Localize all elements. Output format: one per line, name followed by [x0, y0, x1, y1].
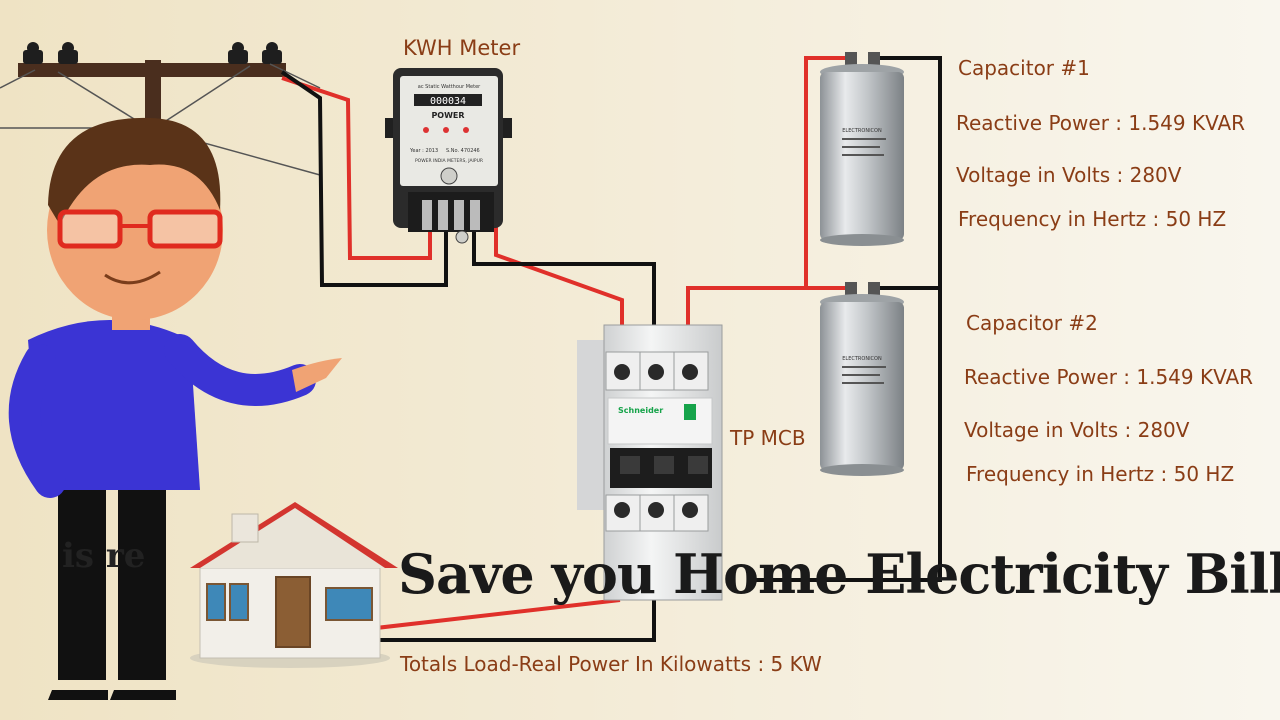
neutral-wires: [280, 56, 942, 642]
capacitor-2-brand: ELECTRONICON: [842, 356, 882, 362]
capacitor-1-voltage: Voltage in Volts : 280V: [956, 163, 1182, 187]
capacitor-2: ELECTRONICON: [820, 282, 904, 476]
meter-maker: POWER INDIA METERS, JAIPUR: [415, 158, 483, 164]
meter-serial: S.No. 470246: [446, 148, 480, 154]
house-illustration: [190, 502, 398, 668]
capacitor-1: ELECTRONICON: [820, 52, 904, 246]
capacitor-2-voltage: Voltage in Volts : 280V: [964, 418, 1190, 442]
meter-year: Year : 2013: [409, 148, 438, 154]
capacitor-2-frequency: Frequency in Hertz : 50 HZ: [966, 462, 1235, 486]
phase-wires: [281, 56, 848, 630]
kwh-meter-label: KWH Meter: [403, 36, 521, 60]
meter-reading: 000034: [430, 96, 466, 107]
headline: Save you Home Electricity Bill: [398, 542, 1280, 606]
capacitor-1-brand: ELECTRONICON: [842, 128, 882, 134]
capacitor-1-reactive-power: Reactive Power : 1.549 KVAR: [956, 111, 1246, 135]
mcb-brand-text: Schneider: [618, 406, 663, 415]
meter-brand: POWER: [431, 111, 464, 120]
capacitor-2-reactive-power: Reactive Power : 1.549 KVAR: [964, 365, 1254, 389]
meter-title: ac Static Watthour Meter: [418, 84, 481, 90]
cartoon-man: [8, 117, 342, 700]
tp-mcb: Schneider: [577, 324, 723, 601]
tp-mcb-label: TP MCB: [730, 426, 806, 450]
overlay-ghost-text: is re: [62, 536, 146, 576]
capacitor-2-title: Capacitor #2: [966, 311, 1098, 335]
capacitor-1-title: Capacitor #1: [958, 56, 1090, 80]
capacitor-1-frequency: Frequency in Hertz : 50 HZ: [958, 207, 1227, 231]
kwh-meter: ac Static Watthour Meter 000034 POWER Ye…: [385, 68, 512, 244]
load-label: Totals Load-Real Power In Kilowatts : 5 …: [400, 652, 822, 676]
